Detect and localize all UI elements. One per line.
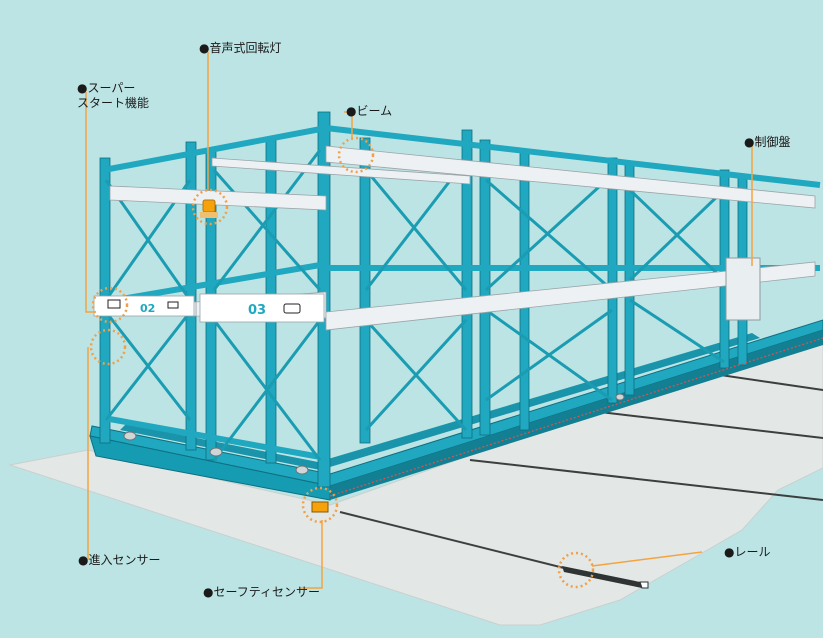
rotating-lamp [200, 199, 218, 218]
safety-sensor-unit [311, 501, 329, 513]
cross-bracing [104, 149, 726, 461]
rack-number-03: 03 [248, 303, 266, 318]
floor-seams [339, 371, 823, 573]
rack-plate-02: 02 [93, 295, 195, 317]
label-safety-sensor: ●セーフティセンサー [203, 585, 321, 599]
control-panel-box [725, 257, 761, 321]
label-entry-sensor: ●進入センサー [78, 553, 161, 567]
rack-number-02: 02 [140, 302, 155, 315]
label-control-panel: ●制御盤 [744, 135, 791, 149]
rack-plate-03: 03 [199, 293, 325, 323]
rail [562, 566, 649, 589]
wheels [123, 393, 625, 475]
leader-lines [85, 52, 753, 589]
label-super-start: ●スーパー スタート機能 [77, 81, 150, 110]
rack-bars [103, 125, 821, 461]
label-rotating-lamp: ●音声式回転灯 [199, 41, 282, 55]
label-beam: ●ビーム [346, 104, 393, 118]
label-rail: ●レール [724, 545, 771, 559]
highlight-circles [89, 136, 595, 589]
